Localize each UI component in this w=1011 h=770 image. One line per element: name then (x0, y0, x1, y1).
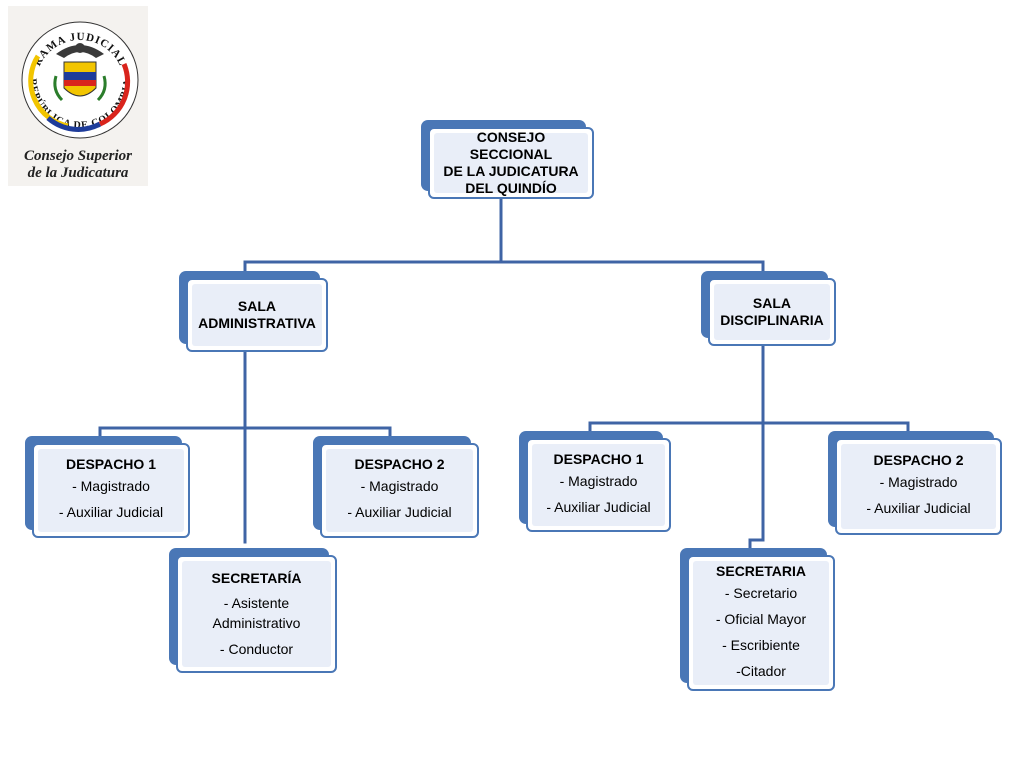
admin-secretaria-item-1: - Asistente Administrativo (212, 594, 301, 631)
disc-despacho-2-title: DESPACHO 2 (873, 452, 964, 468)
node-disc-despacho-2: DESPACHO 2 - Magistrado - Auxiliar Judic… (828, 431, 1002, 535)
consejo-superior-logo: RAMA JUDICIAL REPÚBLICA DE COLOMBIA Cons… (8, 6, 148, 186)
admin-despacho-1-title: DESPACHO 1 (66, 456, 156, 472)
admin-secretaria-title: SECRETARÍA (211, 569, 302, 586)
admin-despacho-1-item-1: - Magistrado (72, 478, 150, 494)
admin-despacho-2-item-2: - Auxiliar Judicial (347, 504, 452, 520)
disc-despacho-1-item-2: - Auxiliar Judicial (546, 498, 651, 515)
disc-secretaria-item-1: - Secretario (724, 584, 798, 601)
node-sala-administrativa: SALA ADMINISTRATIVA (179, 271, 328, 352)
node-admin-secretaria: SECRETARÍA - Asistente Administrativo - … (169, 548, 337, 673)
sala-disciplinaria-title: SALA DISCIPLINARIA (720, 295, 824, 328)
node-sala-disciplinaria: SALA DISCIPLINARIA (701, 271, 836, 346)
disc-secretaria-item-4: -Citador (736, 662, 786, 679)
disc-despacho-2-item-2: - Auxiliar Judicial (866, 500, 971, 516)
node-disc-despacho-1: DESPACHO 1 - Magistrado - Auxiliar Judic… (519, 431, 671, 532)
coat-of-arms-icon: RAMA JUDICIAL REPÚBLICA DE COLOMBIA (21, 21, 139, 139)
node-consejo-seccional-title: CONSEJO SECCIONAL DE LA JUDICATURA DEL Q… (443, 129, 579, 196)
disc-secretaria-item-2: - Oficial Mayor (715, 610, 807, 627)
sala-administrativa-title: SALA ADMINISTRATIVA (198, 298, 316, 331)
disc-secretaria-item-3: - Escribiente (722, 636, 800, 653)
admin-secretaria-item-2: - Conductor (219, 640, 294, 657)
node-disc-secretaria: SECRETARIA - Secretario - Oficial Mayor … (680, 548, 835, 691)
admin-despacho-2-title: DESPACHO 2 (354, 456, 445, 472)
logo-caption-line1: Consejo Superior (24, 148, 132, 164)
logo-caption-line2: de la Judicatura (27, 165, 129, 181)
disc-despacho-2-item-1: - Magistrado (879, 474, 958, 490)
node-admin-despacho-1: DESPACHO 1 - Magistrado - Auxiliar Judic… (25, 436, 190, 538)
disc-secretaria-title: SECRETARIA (716, 562, 806, 579)
disc-despacho-1-title: DESPACHO 1 (553, 450, 644, 467)
admin-despacho-2-item-1: - Magistrado (360, 478, 439, 494)
node-admin-despacho-2: DESPACHO 2 - Magistrado - Auxiliar Judic… (313, 436, 479, 538)
admin-despacho-1-item-2: - Auxiliar Judicial (58, 504, 164, 520)
disc-despacho-1-item-1: - Magistrado (559, 472, 638, 489)
node-consejo-seccional: CONSEJO SECCIONAL DE LA JUDICATURA DEL Q… (421, 120, 594, 199)
